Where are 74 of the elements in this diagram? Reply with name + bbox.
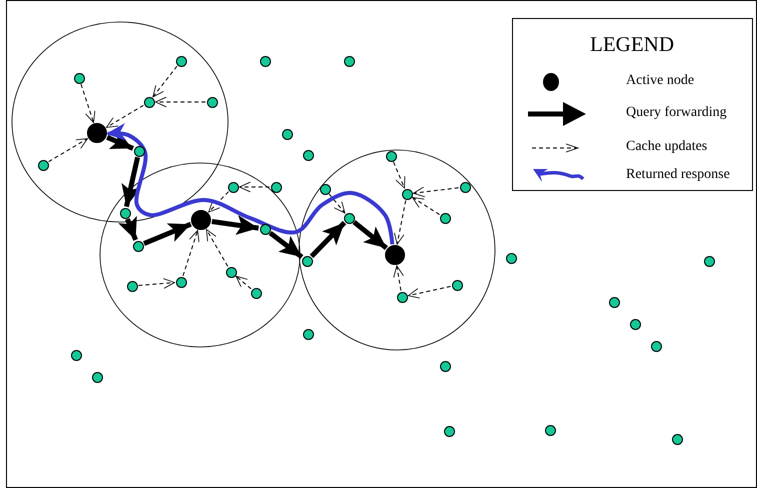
network-node	[206, 96, 218, 108]
network-node	[302, 328, 314, 340]
network-node	[302, 150, 314, 160]
network-node	[260, 224, 270, 234]
forwarding-arrow	[310, 220, 346, 258]
network-node	[120, 208, 130, 218]
update-arrow	[206, 229, 228, 267]
network-node	[630, 318, 640, 330]
network-node	[226, 266, 236, 278]
legend-text: Active node	[626, 73, 694, 89]
legend-text: Query forwarding	[626, 105, 727, 121]
network-node	[270, 182, 282, 192]
legend-text: Returned response	[626, 167, 730, 183]
network-node	[452, 280, 462, 290]
update-arrow	[80, 84, 96, 124]
network-node	[672, 434, 682, 444]
update-arrow	[182, 230, 200, 276]
update-arrow	[106, 104, 144, 128]
update-arrow	[394, 200, 406, 245]
forwarding-arrow	[122, 156, 142, 208]
network-node	[608, 296, 620, 308]
forwarding-arrow	[268, 230, 304, 260]
network-node	[460, 182, 470, 192]
network-node	[176, 56, 186, 66]
network-node	[704, 256, 714, 266]
update-arrow	[152, 66, 178, 98]
forwarding-arrow	[118, 216, 138, 241]
active-node	[87, 123, 107, 143]
update-arrow	[412, 196, 440, 216]
legend-heading: LEGEND	[589, 32, 675, 57]
network-node	[386, 150, 396, 162]
network-node	[126, 280, 138, 292]
update-arrow	[235, 276, 252, 290]
network-node	[440, 212, 450, 224]
forwarding-arrow	[212, 215, 259, 235]
network-node	[176, 276, 186, 288]
network-node	[650, 340, 662, 352]
update-arrow	[48, 138, 88, 162]
update-arrow	[208, 191, 229, 213]
network-node	[302, 256, 312, 266]
network-node	[74, 72, 84, 84]
network-node	[506, 252, 516, 264]
response-path-arrow	[106, 123, 394, 245]
network-node	[92, 372, 102, 382]
legend-text: Cache updates	[626, 139, 708, 155]
forwarding-arrow	[143, 222, 192, 246]
update-arrow	[408, 286, 452, 299]
network-node	[544, 424, 556, 436]
network-node	[260, 56, 270, 66]
network-node	[444, 426, 454, 436]
network-node	[282, 128, 292, 140]
network-node	[320, 184, 330, 194]
network-node	[440, 360, 450, 372]
update-arrow	[155, 96, 206, 108]
network-node	[134, 146, 144, 156]
network-node	[402, 188, 412, 200]
network-node	[396, 292, 408, 302]
update-arrow	[412, 186, 460, 198]
update-arrow	[393, 265, 404, 292]
network-node	[344, 56, 354, 66]
update-arrow	[393, 162, 406, 188]
active-node	[191, 210, 211, 230]
network-node	[344, 212, 354, 224]
network-node	[132, 240, 144, 252]
network-node	[38, 160, 48, 170]
network-node	[250, 288, 262, 298]
active-node	[385, 245, 405, 265]
update-arrow	[328, 194, 346, 214]
network-node	[70, 350, 82, 360]
network-node	[228, 182, 238, 192]
network-node	[144, 96, 154, 108]
update-arrow	[138, 278, 176, 289]
update-arrow	[239, 182, 270, 192]
forwarding-arrow	[352, 220, 388, 250]
